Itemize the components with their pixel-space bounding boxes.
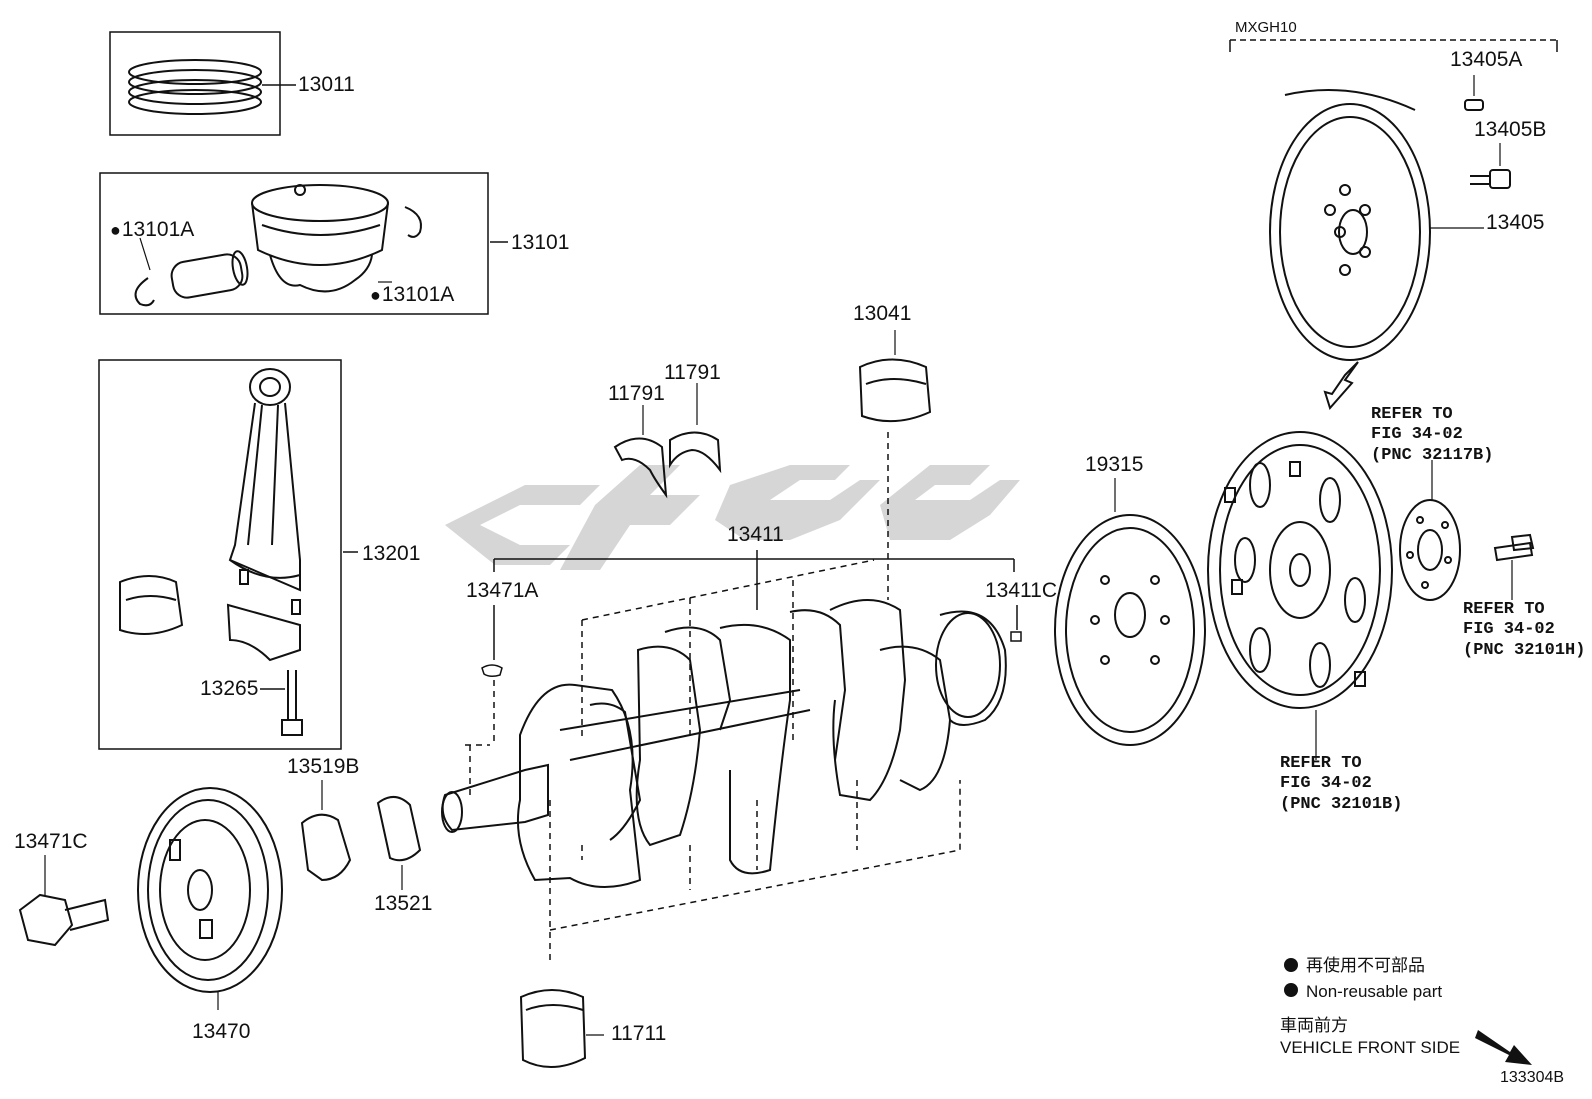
- legend-dot-en: [1284, 983, 1298, 997]
- connecting-rod-drawing: [119, 368, 303, 736]
- label-13521: 13521: [374, 892, 433, 915]
- label-13411C: 13411C: [985, 579, 1058, 602]
- label-11791-b: 11791: [664, 361, 721, 384]
- label-13471A: 13471A: [466, 579, 539, 602]
- ref-32117B[interactable]: REFER TO FIG 34-02 (PNC 32117B): [1371, 405, 1494, 465]
- label-13041: 13041: [853, 302, 912, 325]
- label-11711: 11711: [611, 1022, 667, 1045]
- legend-nonreusable-en: Non-reusable part: [1306, 982, 1443, 1001]
- legend-nonreusable-jp: 再使用不可部品: [1306, 956, 1425, 975]
- label-13519B: 13519B: [287, 755, 360, 778]
- main-bearing-lower-drawing: [519, 989, 587, 1069]
- spacer-plate-drawing: [1399, 499, 1461, 601]
- legend-front-en: VEHICLE FRONT SIDE: [1280, 1038, 1461, 1057]
- variant-label: MXGH10: [1235, 19, 1297, 36]
- drive-plate-bolt-drawing: [1493, 533, 1535, 562]
- assembly-arrow: [1323, 361, 1359, 410]
- label-13411: 13411: [727, 523, 784, 546]
- label-11791-a: 11791: [608, 382, 665, 405]
- diagram-code: 133304B: [1500, 1069, 1565, 1086]
- legend-dot-jp: [1284, 958, 1298, 972]
- piston-drawing: [134, 184, 422, 307]
- flywheel-drawing: [1269, 89, 1511, 361]
- label-13265: 13265: [200, 677, 259, 700]
- ref-32101H[interactable]: REFER TO FIG 34-02 (PNC 32101H): [1463, 600, 1586, 660]
- piston-box: [99, 172, 489, 315]
- drive-plate-drawing: [1207, 431, 1393, 709]
- label-13405: 13405: [1486, 211, 1545, 234]
- crank-pulley-drawing: [137, 787, 283, 993]
- label-13101A-bottom: 13101A: [370, 284, 454, 305]
- ref-32101B[interactable]: REFER TO FIG 34-02 (PNC 32101B): [1280, 754, 1403, 814]
- label-13011: 13011: [298, 73, 355, 96]
- label-13471C: 13471C: [14, 830, 88, 853]
- label-13405B: 13405B: [1474, 118, 1547, 141]
- label-19315: 19315: [1085, 453, 1144, 476]
- vehicle-front-arrow-icon: [1475, 1030, 1532, 1065]
- connecting-rod-box: [98, 359, 342, 750]
- ring-set-box: [109, 31, 281, 136]
- timing-sprocket-drawing: [300, 796, 422, 882]
- label-13101A-top: 13101A: [110, 219, 194, 240]
- label-13470: 13470: [192, 1020, 251, 1043]
- timing-rotor-drawing: [1054, 514, 1206, 746]
- label-13101: 13101: [511, 231, 570, 254]
- main-bearing-upper-drawing: [858, 358, 932, 423]
- crankshaft-drawing: [441, 599, 1007, 889]
- pulley-bolt-drawing: [18, 893, 110, 947]
- label-13405A: 13405A: [1450, 48, 1523, 71]
- legend-front-jp: 車両前方: [1280, 1016, 1348, 1035]
- piston-ring-set-drawing: [128, 59, 262, 115]
- thrust-washers-drawing: [613, 431, 722, 499]
- watermark-logo: [445, 465, 1020, 570]
- label-13201: 13201: [362, 542, 421, 565]
